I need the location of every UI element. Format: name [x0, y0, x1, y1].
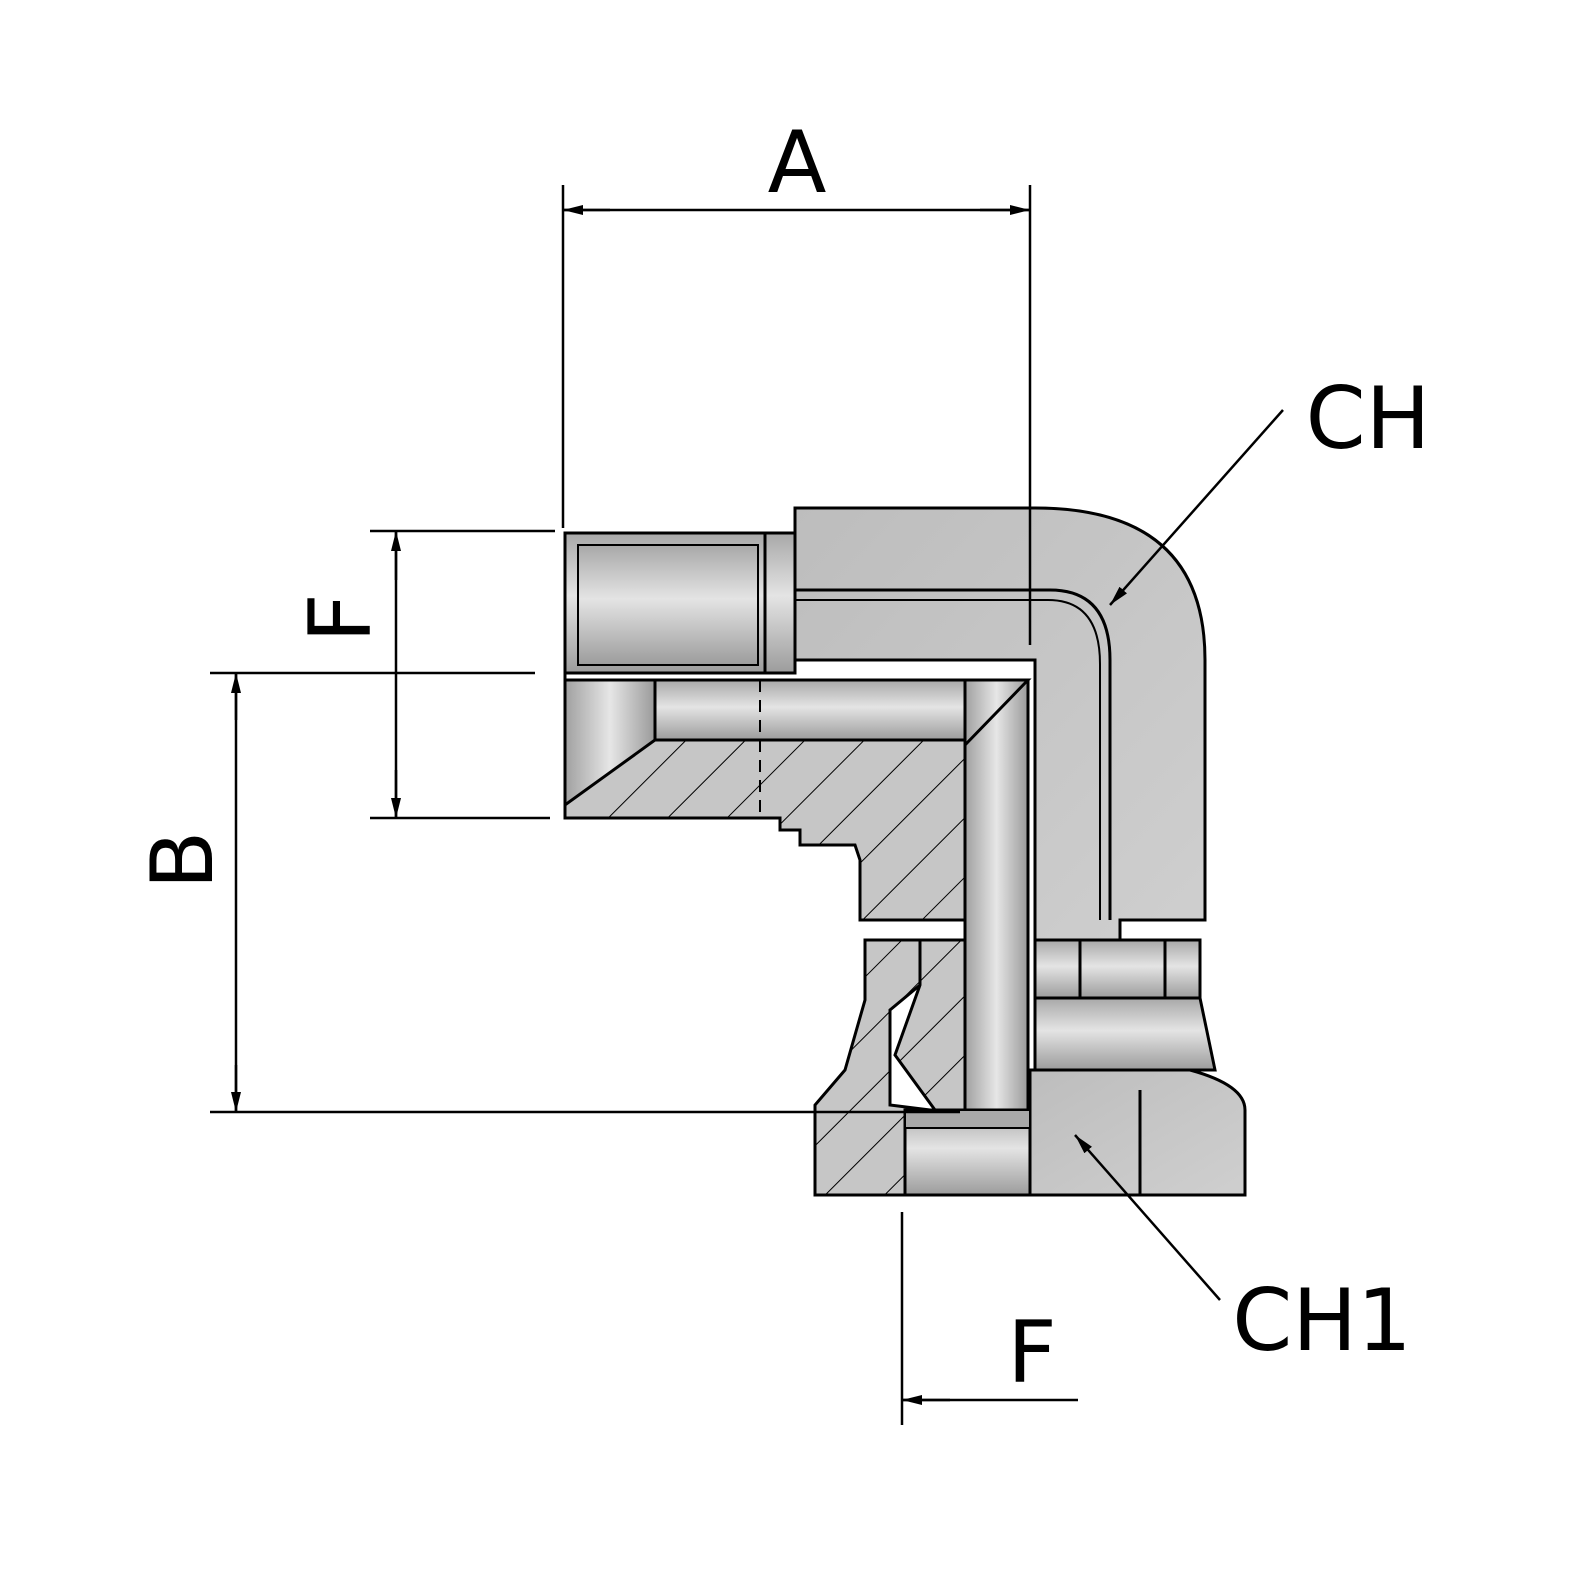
fitting-body: [563, 506, 1247, 1197]
vertical-bore: [963, 678, 1030, 1112]
dim-label-ch: CH: [1306, 369, 1431, 469]
dimension-lines: [210, 185, 1284, 1425]
swivel-nut-hex: [1028, 1068, 1247, 1197]
dim-label-ch1: CH1: [1232, 1271, 1411, 1371]
leader-ch1: [1074, 1134, 1221, 1301]
dim-label-f-upper: F: [291, 593, 391, 642]
dim-label-a: A: [768, 113, 827, 213]
elbow-bend-line: [795, 588, 1112, 920]
nut-taper-right: [1033, 996, 1217, 1072]
swivel-ring: [1033, 938, 1202, 1000]
dim-label-b: B: [133, 831, 233, 890]
dim-label-f-lower: F: [1007, 1303, 1056, 1403]
thread-collar: [763, 531, 797, 675]
leader-ch: [1109, 409, 1284, 606]
